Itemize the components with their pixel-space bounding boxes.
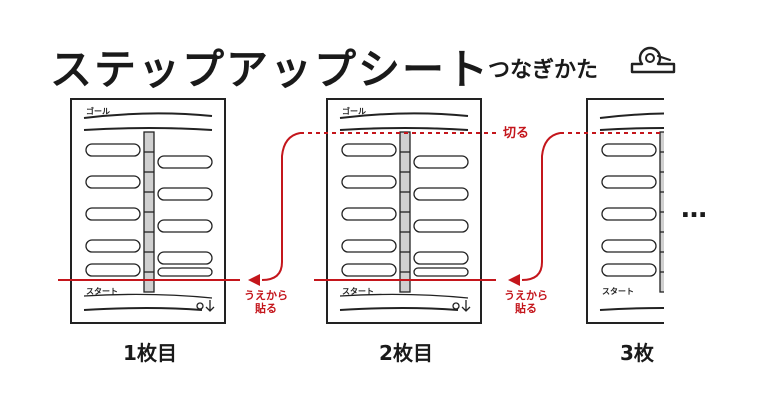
arrow-path-1 — [261, 132, 301, 281]
paste-line1: うえから — [244, 289, 288, 302]
paste-instruction-1: うえから 貼る — [236, 289, 296, 315]
start-label: スタート — [342, 286, 374, 296]
step-sheet-3: スタート — [586, 98, 664, 324]
sheet-label-2: 2枚目 — [379, 341, 433, 365]
step-sheet-1: ゴール スタート — [70, 98, 226, 324]
page-title: ステップアップシート — [50, 45, 491, 94]
step-sheet-2: ゴール スタート — [326, 98, 482, 324]
paste-line1: うえから — [504, 289, 548, 302]
tape-dispenser-icon — [628, 42, 678, 80]
start-label: スタート — [86, 286, 118, 296]
sheet-label-1: 1枚目 — [123, 341, 177, 365]
goal-label: ゴール — [86, 106, 110, 116]
start-label: スタート — [602, 286, 634, 296]
arrow-path-2 — [521, 132, 561, 281]
cut-label: 切る — [503, 126, 530, 141]
paste-line2: 貼る — [515, 302, 537, 315]
sheet-label-3: 3枚 — [620, 341, 654, 365]
paste-instruction-2: うえから 貼る — [496, 289, 556, 315]
page-subtitle: つなぎかた — [488, 58, 599, 83]
sheet-3-crop: スタート — [586, 98, 664, 324]
arrowhead-2 — [508, 274, 520, 286]
paste-line2: 貼る — [255, 302, 277, 315]
arrowhead-1 — [248, 274, 260, 286]
goal-label: ゴール — [342, 106, 366, 116]
more-ellipsis: … — [681, 194, 708, 224]
